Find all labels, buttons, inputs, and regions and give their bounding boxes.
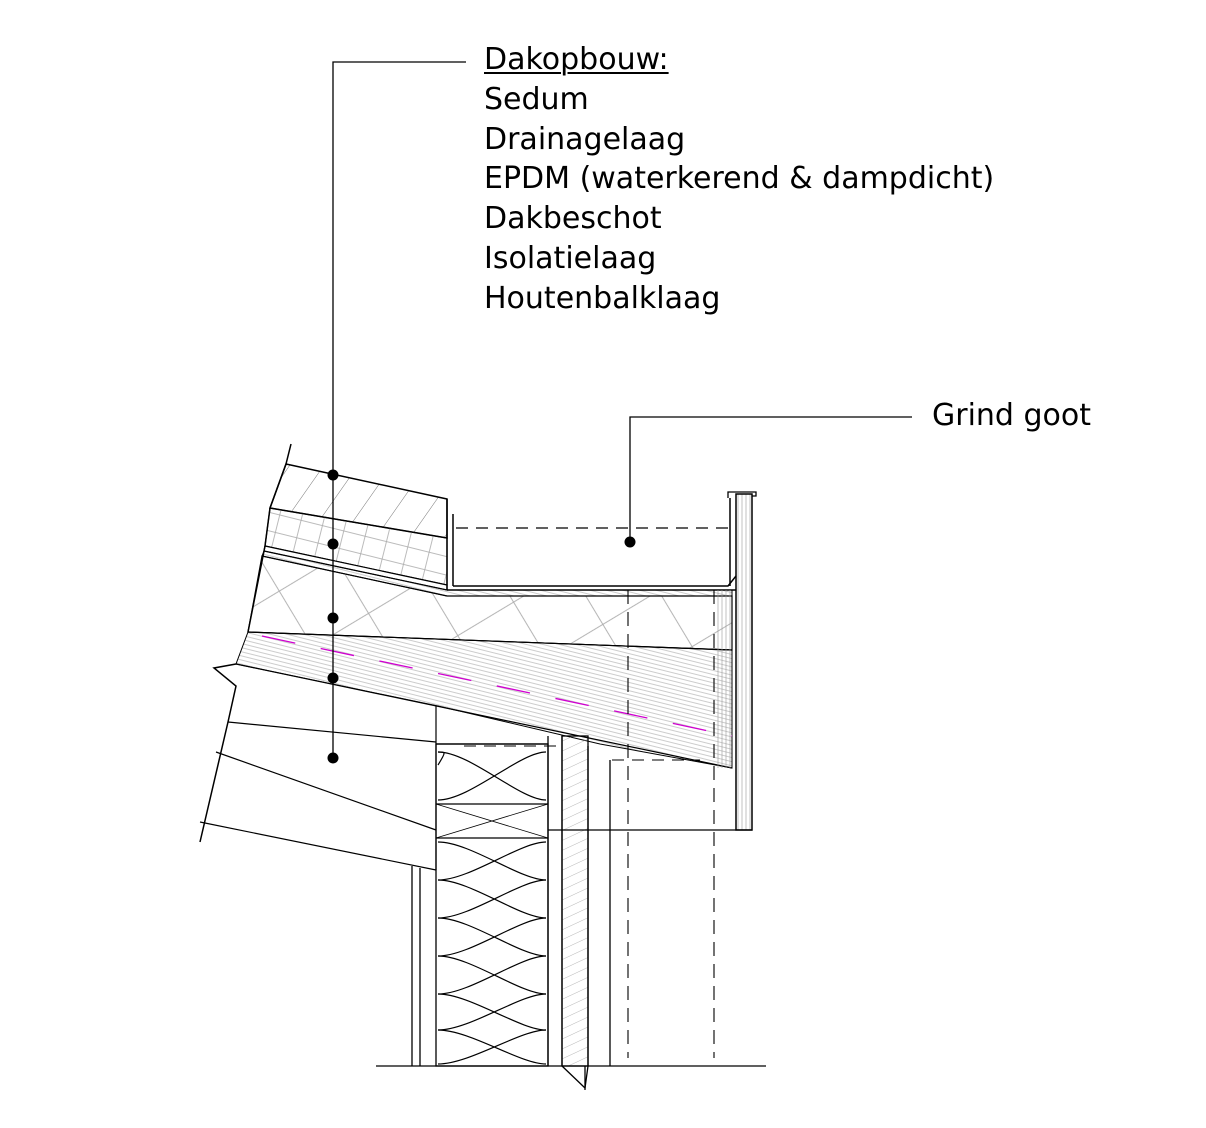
leader-dot-ceiling-board	[327, 672, 339, 684]
roof-left-break-line	[247, 443, 292, 633]
gutter-leader	[624, 416, 912, 548]
roof-buildup-layers	[235, 443, 733, 769]
gutter-label: Grind goot	[932, 398, 1092, 433]
vapour-barrier-line	[261, 635, 733, 737]
leader-dot-insulation	[327, 612, 339, 624]
ceiling-board-layer	[235, 631, 733, 769]
legend-item-epdm: EPDM (waterkerend & dampdicht)	[484, 161, 995, 197]
roof-buildup-legend: Dakopbouw: Sedum Drainagelaag EPDM (wate…	[484, 40, 994, 319]
wall-insulation-cavity	[435, 743, 549, 1067]
legend-item-sedum: Sedum	[484, 81, 589, 117]
leader-dot-gutter	[624, 536, 636, 548]
gutter-support-board	[716, 590, 732, 768]
gravel-gutter	[446, 491, 757, 831]
roof-buildup-heading: Dakopbouw:	[484, 42, 669, 77]
legend-item-insulation: Isolatielaag	[484, 240, 657, 276]
leader-dot-sedum	[327, 469, 339, 481]
wall-insulation-batt	[437, 751, 547, 1065]
legend-item-drainage: Drainagelaag	[484, 121, 686, 157]
legend-item-timber-joists: Houtenbalklaag	[484, 280, 721, 316]
leader-dot-drainage	[327, 538, 339, 550]
leader-dot-beam	[327, 752, 339, 764]
wall-section	[376, 590, 766, 1090]
wall-stud-board	[561, 735, 589, 1067]
roof-buildup-leader	[327, 61, 466, 764]
legend-item-roof-deck: Dakbeschot	[484, 201, 662, 237]
fascia-board	[735, 493, 753, 831]
